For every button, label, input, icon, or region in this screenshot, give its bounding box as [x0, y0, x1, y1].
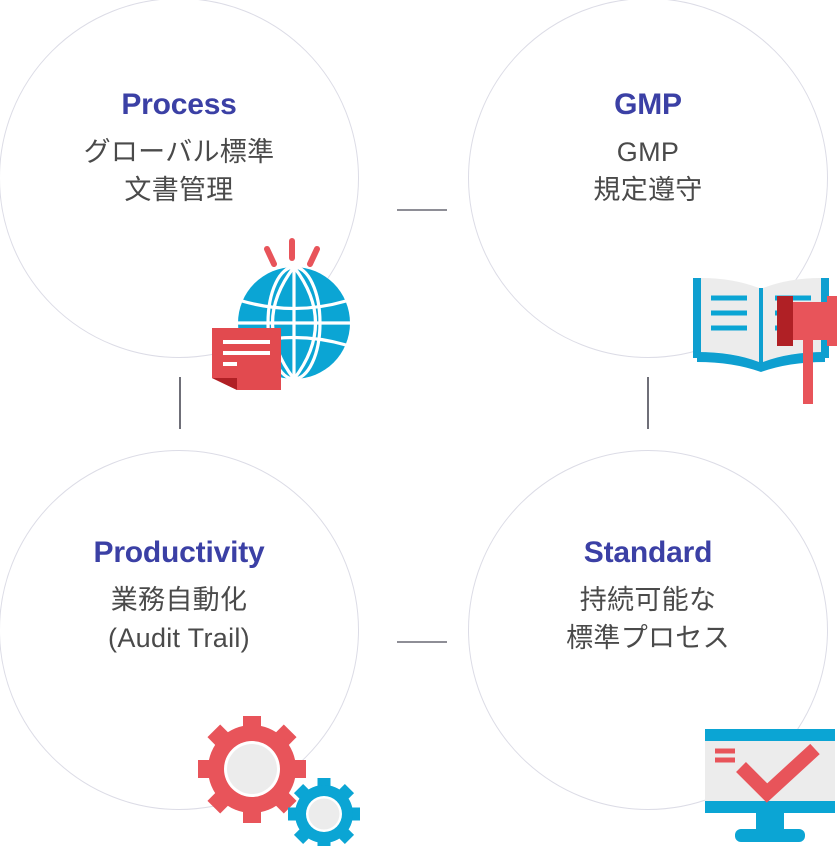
- connector-top-horizontal: [397, 209, 447, 211]
- node-circle-standard: [468, 450, 828, 810]
- connector-left-vertical: [179, 377, 181, 429]
- node-circle-productivity: [0, 450, 359, 810]
- connector-right-vertical: [647, 377, 649, 429]
- node-circle-process: [0, 0, 359, 358]
- connector-bottom-horizontal: [397, 641, 447, 643]
- node-circle-gmp: [468, 0, 828, 358]
